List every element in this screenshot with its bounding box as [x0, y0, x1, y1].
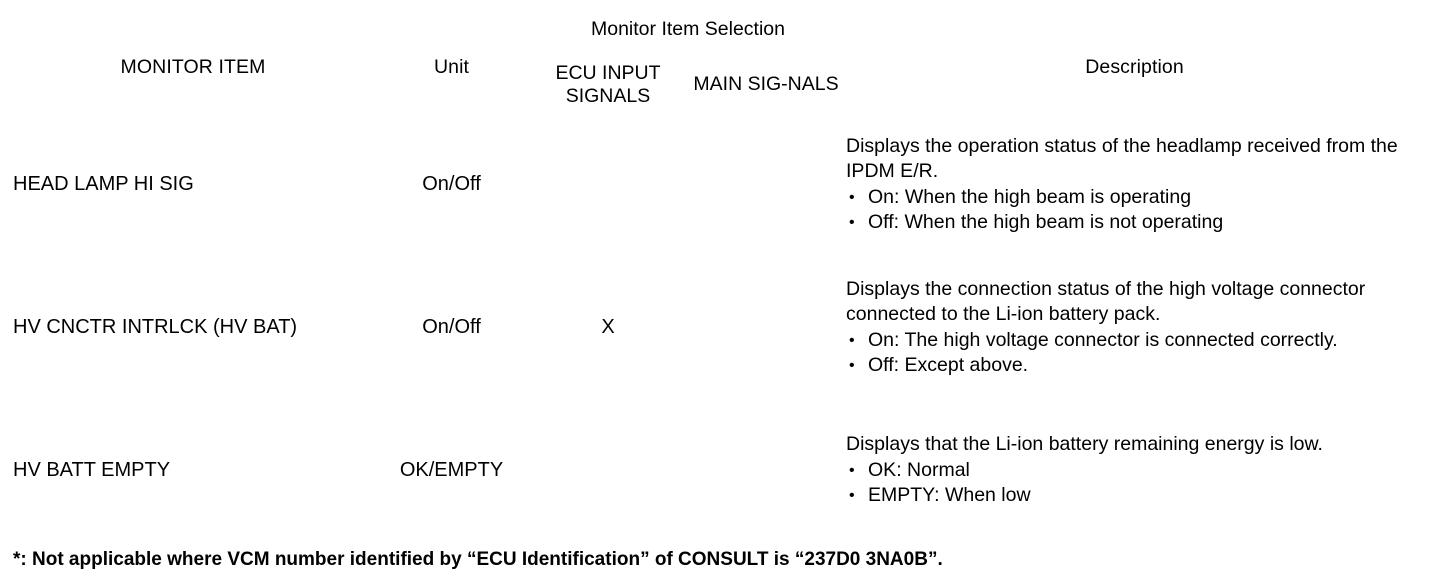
- description-bullet-list: • OK: Normal • EMPTY: When low: [846, 458, 1423, 508]
- table-row: HV CNCTR INTRLCK (HV BAT) On/Off X Displ…: [13, 246, 1423, 408]
- description-paragraph: Displays the connection status of the hi…: [846, 277, 1366, 325]
- column-header-monitor-item: MONITOR ITEM: [120, 55, 266, 78]
- table-row: HV BATT EMPTY OK/EMPTY Displays that the…: [13, 408, 1423, 532]
- description-bullet-text: EMPTY: When low: [868, 484, 1031, 506]
- description-bullet-item: • Off: Except above.: [846, 353, 1423, 378]
- cell-main-signals: [686, 408, 846, 532]
- table-row: HEAD LAMP HI SIG On/Off Displays the ope…: [13, 122, 1423, 246]
- cell-unit: OK/EMPTY: [399, 459, 504, 481]
- cell-ecu-input-signals: [530, 122, 686, 246]
- cell-unit: On/Off: [422, 316, 481, 338]
- description-bullet-text: Off: Except above.: [868, 353, 1029, 376]
- description-bullet-item: • On: The high voltage connector is conn…: [846, 328, 1423, 353]
- table-header: MONITOR ITEM Unit Monitor Item Selection…: [13, 11, 1423, 122]
- description-bullet-item: • On: When the high beam is operating: [846, 185, 1423, 210]
- bullet-icon: •: [849, 356, 855, 374]
- bullet-icon: •: [849, 188, 855, 206]
- cell-ecu-input-signals: [530, 408, 686, 532]
- cell-main-signals: [686, 246, 846, 408]
- description-bullet-item: • EMPTY: When low: [846, 483, 1423, 508]
- bullet-icon: •: [849, 487, 855, 504]
- monitor-item-table: MONITOR ITEM Unit Monitor Item Selection…: [13, 11, 1423, 532]
- description-paragraph: Displays that the Li-ion battery remaini…: [846, 433, 1323, 455]
- description-paragraph: Displays the operation status of the hea…: [846, 134, 1398, 182]
- description-bullet-text: On: When the high beam is operating: [868, 185, 1192, 208]
- table-body: HEAD LAMP HI SIG On/Off Displays the ope…: [13, 122, 1423, 532]
- cell-description: Displays the connection status of the hi…: [846, 246, 1423, 408]
- description-bullet-text: OK: Normal: [868, 459, 970, 481]
- column-header-description: Description: [1085, 55, 1184, 78]
- cell-ecu-input-signals: X: [601, 316, 615, 338]
- description-bullet-item: • Off: When the high beam is not operati…: [846, 210, 1423, 235]
- column-header-ecu-input-signals: ECU INPUT SIGNALS: [555, 61, 661, 107]
- table-footnote: *: Not applicable where VCM number ident…: [13, 549, 943, 570]
- cell-description: Displays the operation status of the hea…: [846, 122, 1423, 246]
- cell-monitor-item: HEAD LAMP HI SIG: [13, 173, 194, 195]
- column-header-monitor-item-selection: Monitor Item Selection: [591, 18, 786, 40]
- cell-main-signals: [686, 122, 846, 246]
- cell-unit: On/Off: [422, 173, 481, 195]
- description-bullet-text: Off: When the high beam is not operating: [868, 210, 1224, 233]
- bullet-icon: •: [849, 462, 855, 479]
- description-bullet-item: • OK: Normal: [846, 458, 1423, 483]
- cell-monitor-item: HV CNCTR INTRLCK (HV BAT): [13, 316, 298, 338]
- bullet-icon: •: [849, 331, 855, 349]
- description-bullet-text: On: The high voltage connector is connec…: [868, 328, 1338, 351]
- description-bullet-list: • On: The high voltage connector is conn…: [846, 328, 1423, 378]
- cell-description: Displays that the Li-ion battery remaini…: [846, 408, 1423, 532]
- column-header-main-signals: MAIN SIG-NALS: [693, 73, 839, 95]
- column-header-unit: Unit: [433, 55, 470, 78]
- cell-monitor-item: HV BATT EMPTY: [13, 459, 171, 481]
- description-bullet-list: • On: When the high beam is operating • …: [846, 185, 1423, 235]
- header-row-top: MONITOR ITEM Unit Monitor Item Selection…: [13, 11, 1423, 78]
- header-row-sub: ECU INPUT SIGNALS MAIN SIG-NALS: [13, 47, 1423, 122]
- bullet-icon: •: [849, 213, 855, 231]
